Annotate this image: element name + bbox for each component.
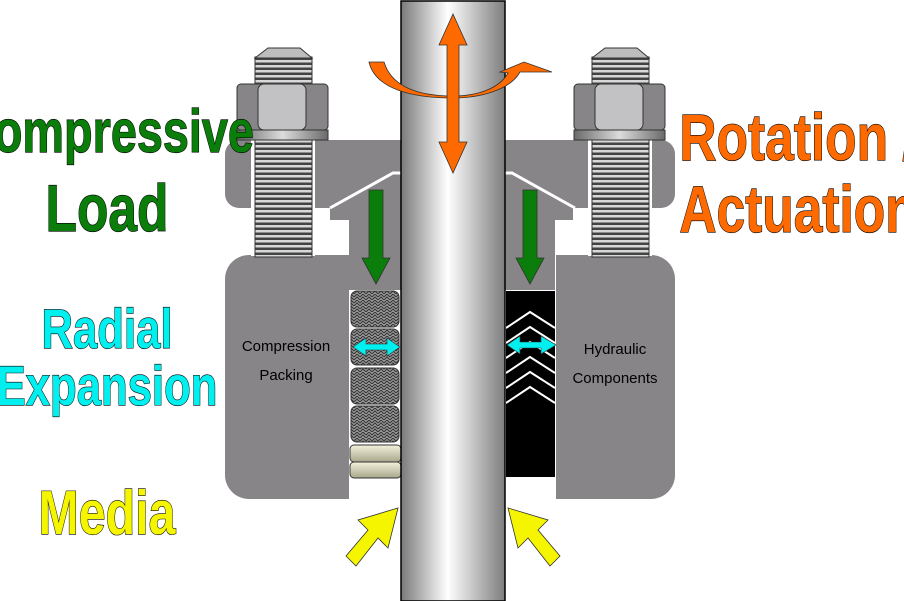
- hydraulic-seal-stack: [505, 291, 556, 477]
- compressive-load-arrow-left-icon: [361, 189, 391, 285]
- compressive-load-label-line1: Compressive: [0, 98, 254, 165]
- compression-packing-label-line1: Compression: [242, 338, 330, 355]
- radial-expansion-arrow-right-icon: [506, 335, 557, 355]
- actuation-arrow-icon: [438, 13, 468, 174]
- hydraulic-components-label-line2: Components: [572, 370, 657, 387]
- left-bolt: [236, 47, 329, 258]
- radial-expansion-arrow-left-icon: [352, 337, 401, 357]
- media-arrow-left-icon: [345, 507, 399, 567]
- rotation-arrow-icon: [368, 61, 553, 99]
- right-bolt: [573, 47, 666, 258]
- radial-expansion-label-line1: Radial: [41, 298, 172, 360]
- compressive-load-arrow-right-icon: [515, 189, 545, 285]
- radial-expansion-label-line2: Expansion: [0, 355, 217, 417]
- rotation-actuation-label-line2: Actuation: [679, 172, 904, 247]
- rotation-actuation-label-line1: Rotation /: [679, 100, 904, 175]
- compression-packing-rings: [349, 290, 402, 479]
- hydraulic-components-label-line1: Hydraulic: [584, 341, 647, 358]
- media-label: Media: [38, 478, 176, 547]
- compressive-load-label-line2: Load: [46, 171, 169, 246]
- media-arrow-right-icon: [507, 507, 561, 567]
- compression-packing-label-line2: Packing: [259, 367, 312, 384]
